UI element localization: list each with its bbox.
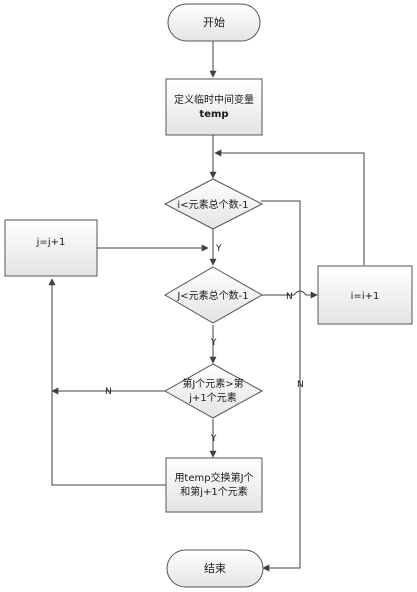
swap-label-line2: 和第j+1个元素 bbox=[180, 485, 248, 498]
compare-node: 第J个元素>第 j+1个元素 bbox=[163, 363, 264, 419]
connectors bbox=[48, 41, 365, 572]
swap-label-line1: 用temp交换第J个 bbox=[174, 471, 253, 484]
cond-j-label: J<元素总个数-1 bbox=[176, 289, 248, 302]
edge-label-y1: Y bbox=[215, 244, 222, 254]
compare-label-line1: 第J个元素>第 bbox=[182, 377, 243, 390]
edge-label-y3: Y bbox=[210, 434, 217, 444]
cond-j-node: J<元素总个数-1 bbox=[164, 266, 264, 324]
edge-label-n-j: N bbox=[286, 292, 293, 302]
edge-label-n-cmp: N bbox=[105, 387, 112, 397]
edge-label-y2: Y bbox=[210, 338, 217, 348]
edge-swap-to-inc-j bbox=[48, 278, 166, 486]
start-label: 开始 bbox=[203, 15, 225, 29]
end-label: 结束 bbox=[204, 562, 226, 575]
edge-cond-i-no bbox=[261, 200, 301, 572]
cond-i-node: i<元素总个数-1 bbox=[163, 178, 264, 230]
inc-i-node: i=i+1 bbox=[317, 265, 413, 325]
init-node: 定义临时中间变量 temp bbox=[165, 78, 263, 136]
init-label-line2: temp bbox=[199, 109, 228, 120]
inc-j-label: j=j+1 bbox=[36, 237, 66, 248]
compare-label-line2: j+1个元素 bbox=[188, 391, 237, 404]
edge-label-n-i: N bbox=[297, 380, 304, 390]
init-label-line1: 定义临时中间变量 bbox=[174, 93, 254, 106]
swap-node: 用temp交换第J个 和第j+1个元素 bbox=[165, 457, 263, 513]
start-node: 开始 bbox=[167, 3, 261, 42]
edge-inc-i-to-loop bbox=[214, 149, 365, 265]
end-node: 结束 bbox=[166, 549, 264, 588]
inc-j-node: j=j+1 bbox=[4, 219, 98, 277]
cond-i-label: i<元素总个数-1 bbox=[177, 198, 248, 211]
inc-i-label: i=i+1 bbox=[351, 291, 380, 302]
